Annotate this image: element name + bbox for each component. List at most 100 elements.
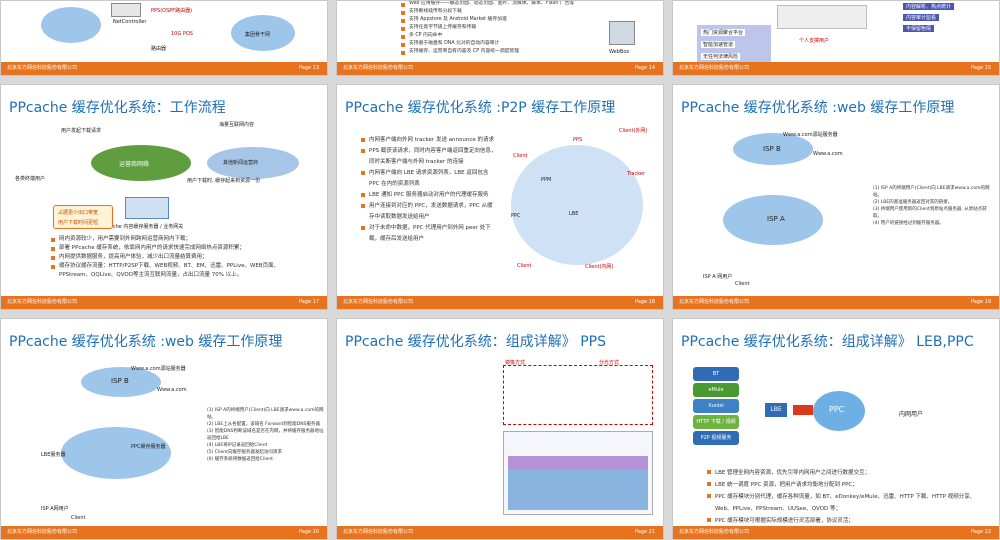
isp-a-label: ISP A bbox=[767, 215, 785, 223]
list-item: 部署 PPcache 缓存系统，依靠网内用户的请求快速完成网络热点资源积累； bbox=[51, 244, 311, 253]
client-label: Client bbox=[71, 515, 86, 521]
slide-title: PPcache 缓存优化系统：组成详解》 LEB,PPC bbox=[681, 334, 974, 350]
tce-engine-box: 流量控制引擎（TCE）支持将智能分析多种主流 P2P 应用，包括 PPLive、… bbox=[362, 455, 484, 475]
list-item: Web 应用缓存——静态页面、动态页面、图片、流媒体、脚本、Flash 广告等 bbox=[401, 1, 601, 8]
list-item: 对于未命中数据，PPC 代理用户到外网 peer 处下载，缓存后发送给用户 bbox=[361, 223, 497, 245]
webbox-label: WebBox bbox=[609, 49, 630, 55]
list-item: 支持断线续传和分段下载 bbox=[401, 8, 601, 16]
isp-b-cloud bbox=[81, 367, 161, 397]
slide-14[interactable]: Web 应用缓存——静态页面、动态页面、图片、流媒体、脚本、Flash 广告等 … bbox=[336, 0, 664, 76]
protocol-item: P2P 视频服务 bbox=[693, 431, 739, 445]
list-item: PPS 截获该请求，同时内容客户端返回重定向信息，同时关断客户端与外网 trac… bbox=[361, 146, 497, 168]
slide-20[interactable]: PPcache 缓存优化系统 :web 缓存工作原理 ISP B Www.a.c… bbox=[0, 318, 328, 540]
traffic-graph bbox=[503, 431, 653, 515]
note: (3) 终端用户使用新的Client到原站点服务器, 从原站点获取。 bbox=[873, 207, 987, 219]
list-item: LBE 管理全网内容资源，优先引导内网用户之间进行数据交互； bbox=[707, 467, 991, 479]
web-cache-notes: (1) ISP A的终端用户(Client)向 LBE请求www.a.com的网… bbox=[873, 185, 993, 227]
slide-19[interactable]: PPcache 缓存优化系统 :web 缓存工作原理 ISP B Www.a.c… bbox=[672, 84, 1000, 310]
client-int-label: Client(内网) bbox=[585, 264, 614, 270]
network-cloud bbox=[41, 7, 101, 43]
client-label: Client bbox=[735, 281, 750, 287]
slide-21[interactable]: PPcache 缓存优化系统：组成详解》 PPS 流量交换引擎（TSE）支持将 … bbox=[336, 318, 664, 540]
ppm-label: PPM bbox=[541, 177, 552, 183]
ppc-server-label: PPC缓存服务器 bbox=[131, 444, 166, 450]
router-label: 路由器 bbox=[151, 46, 167, 52]
operator-network-label: 运营商网络 bbox=[119, 161, 150, 168]
origin-server-label: Www.a.com源站服务器 bbox=[131, 366, 186, 372]
isp-b-cloud bbox=[733, 133, 813, 165]
pps-label: PPS bbox=[573, 137, 583, 143]
ppc-label: PPC bbox=[511, 213, 521, 219]
traffic-area bbox=[508, 470, 648, 510]
slide-13[interactable]: NetController PPS(OSPF路由器) 10G POS 路由器 集… bbox=[0, 0, 328, 76]
topology-diagram bbox=[503, 365, 653, 425]
pps-label: PPS(OSPF路由器) bbox=[151, 8, 193, 14]
isp-a-cloud bbox=[723, 195, 823, 245]
mirror-label: 镜像方式 bbox=[505, 360, 526, 366]
list-item: 支持 Appstore 及 Android Market 缓存加速 bbox=[401, 16, 601, 24]
isp-b-label: ISP B bbox=[111, 377, 129, 385]
p2p-bullet-list: 内网客户端向外网 tracker 发送 announce 的请求 PPS 截获该… bbox=[361, 135, 497, 245]
p2p-network-cloud bbox=[511, 145, 643, 265]
list-item: 内网提供数据服务，提高用户体验，减少出口流量结算费用； bbox=[51, 253, 311, 262]
slide-22[interactable]: PPcache 缓存优化系统：组成详解》 LEB,PPC BT eMule Xu… bbox=[672, 318, 1000, 540]
arrow-icon bbox=[793, 405, 813, 415]
slide-title: PPcache 缓存优化系统 :P2P 缓存工作原理 bbox=[345, 100, 616, 116]
list-item: 网内资源较少，用户需要到外网跨网运营商网内下载； bbox=[51, 235, 311, 244]
webcache-bullet-list: Web 应用缓存——静态页面、动态页面、图片、流媒体、脚本、Flash 广告等 … bbox=[401, 1, 601, 56]
tse-engine-box: 流量交换引擎（TSE）支持将 BT/xunlei/eM/HTTP 下载 /HTT… bbox=[362, 361, 482, 381]
branch-label: 分光方式 bbox=[599, 360, 620, 366]
list-item: 内网客户端向外网 tracker 发送 announce 的请求 bbox=[361, 135, 497, 146]
callout-item: 占据更少出口带宽 bbox=[58, 210, 99, 216]
client-top-label: Client bbox=[513, 153, 528, 159]
note: (2) LBE上从各配置，该域名 Forward到智能DNS服务器 bbox=[207, 422, 320, 427]
slide-title: PPcache 缓存优化系统 :web 缓存工作原理 bbox=[9, 334, 283, 350]
note: (1) ISP A的终端用户(Client)向 LBE请求www.a.com的网… bbox=[873, 186, 990, 198]
note: (2) LBE的基准服务器返回对其的链接。 bbox=[873, 200, 953, 205]
platform-panel: 热门资源聚合平台 智能加速管道 无任何法律风险 bbox=[697, 25, 771, 67]
slide-title: PPcache 缓存优化系统：组成详解》 PPS bbox=[345, 334, 607, 350]
netcontroller-device bbox=[111, 3, 141, 17]
note: (1) ISP A的终端用户(Client)向 LBE请求www.a.com的网… bbox=[207, 408, 324, 420]
list-item: 支持基于磁盘和 DNA 比对的自动内容审计 bbox=[401, 40, 601, 48]
lbe-server-label: LBE服务器 bbox=[41, 452, 66, 458]
lbe-ppc-bullet-list: LBE 管理全网内容资源，优先引导内网用户之间进行数据交互； LBE 统一调度 … bbox=[707, 467, 991, 527]
ppc-label: PPC bbox=[829, 405, 845, 414]
lbe-label: LBE bbox=[569, 211, 579, 217]
list-item: PPC 缓存模块分别代理，缓存各种流量，如 BT、eDonkey/eMule、迅… bbox=[707, 491, 991, 515]
client-ext-label: Client(外网) bbox=[619, 128, 648, 134]
webbox-device-image bbox=[609, 21, 635, 45]
other-operator-cloud bbox=[207, 147, 299, 179]
ppc-cloud bbox=[813, 391, 865, 431]
feature-list: 内容解析、热点统计 内容审计监看 不保留色情 bbox=[903, 1, 973, 41]
screenshot-thumbnails bbox=[777, 5, 867, 29]
platform-item: 无任何法律风险 bbox=[701, 53, 741, 60]
protocol-item: eMule bbox=[693, 383, 739, 397]
ppcache-server-image bbox=[125, 197, 169, 219]
list-item: 缓存协议缓存流量：HTTP/P2SP下载、WEB视频、BT、EM、迅雷、PPLi… bbox=[51, 262, 311, 280]
origin-server-label: Www.a.com源站服务器 bbox=[783, 132, 838, 138]
note: (5) Client向缓存服务器发起访问请求 bbox=[207, 450, 282, 455]
workflow-bullet-list: 网内资源较少，用户需要到外网跨网运营商网内下载； 部署 PPcache 缓存系统… bbox=[51, 235, 311, 280]
slide-17[interactable]: PPcache 缓存优化系统：工作流程 用户发起下载请求 海量互联网内容 运营商… bbox=[0, 84, 328, 310]
bgp-label: 10G POS bbox=[171, 31, 193, 37]
slide-title: PPcache 缓存优化系统 :web 缓存工作原理 bbox=[681, 100, 955, 116]
feature-item: 内容审计监看 bbox=[903, 14, 940, 21]
web-cache-notes: (1) ISP A的终端用户(Client)向 LBE请求www.a.com的网… bbox=[207, 407, 325, 463]
slide-18[interactable]: PPcache 缓存优化系统 :P2P 缓存工作原理 内网客户端向外网 trac… bbox=[336, 84, 664, 310]
protocol-item: Xunlei bbox=[693, 399, 739, 413]
list-item: LBE 通知 PPC 服务器启动对用户的代理缓存服务 bbox=[361, 190, 497, 201]
platform-item: 热门资源聚合平台 bbox=[701, 29, 746, 36]
slide-15[interactable]: 热门资源聚合平台 智能加速管道 无任何法律风险 个人支撑用户 内容解析、热点统计… bbox=[672, 0, 1000, 76]
note: (4) LBE将IP记录返回给Client bbox=[207, 443, 268, 448]
isp-a-user-label: ISP A网用户 bbox=[41, 506, 69, 512]
callout-item: 用户下载时间更短 bbox=[58, 220, 99, 226]
isp-a-cloud bbox=[61, 427, 171, 479]
